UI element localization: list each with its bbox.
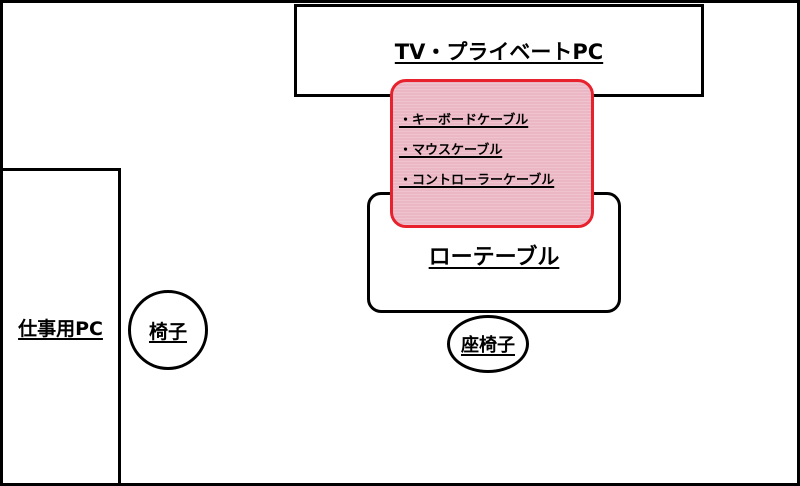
- keyboard-cable-label: ・キーボードケーブル: [399, 113, 529, 128]
- cable-highlight-box: ・キーボードケーブル ・マウスケーブル ・コントローラーケーブル: [390, 79, 594, 228]
- low-table-label: ローテーブル: [428, 244, 560, 270]
- mouse-cable-label: ・マウスケーブル: [399, 143, 503, 158]
- chair-label: 椅子: [148, 320, 187, 343]
- floor-chair: 座椅子: [447, 315, 529, 373]
- work-pc-label: 仕事用PC: [18, 317, 103, 340]
- work-pc-desk: 仕事用PC: [0, 168, 121, 486]
- floor-chair-label: 座椅子: [461, 335, 515, 356]
- controller-cable-label: ・コントローラーケーブル: [399, 173, 555, 188]
- tv-private-pc-label: TV・プライベートPC: [394, 39, 604, 64]
- chair: 椅子: [128, 290, 208, 370]
